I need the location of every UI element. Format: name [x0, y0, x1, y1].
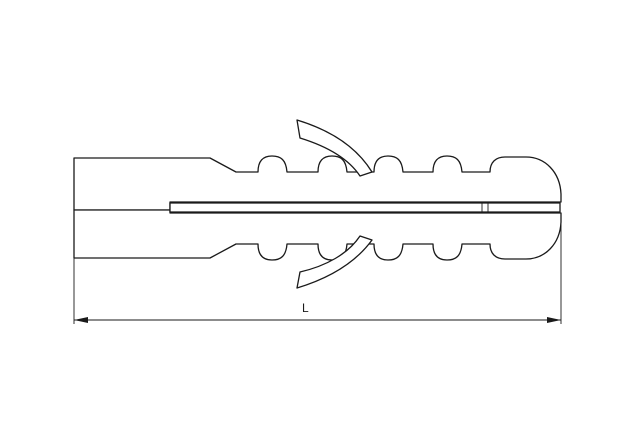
- expansion-slot: [169, 202, 561, 213]
- anti-rotation-fin-lower: [296, 235, 373, 289]
- plug-body-upper-half: [73, 155, 562, 211]
- anti-rotation-fin-upper: [296, 119, 373, 177]
- dimension-arrow-right: [547, 317, 561, 323]
- dimension-label-length: L: [302, 301, 309, 315]
- dimension-arrow-left: [74, 317, 88, 323]
- plug-body-lower-half: [73, 209, 562, 261]
